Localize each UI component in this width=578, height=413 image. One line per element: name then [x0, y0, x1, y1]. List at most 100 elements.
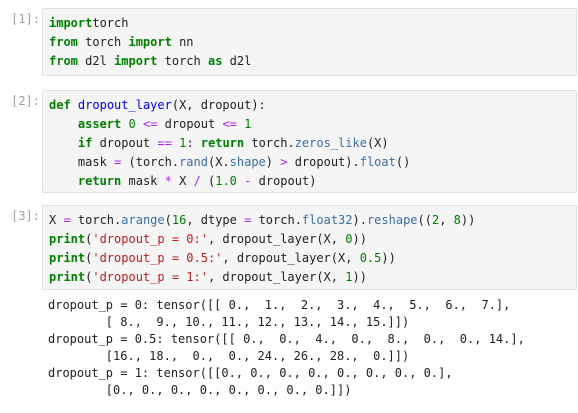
code-line: print('dropout_p = 0.5:', dropout_layer(… — [49, 249, 475, 268]
code-token: 8 — [453, 213, 461, 227]
code-token: print — [49, 251, 86, 265]
cell-output: dropout_p = 0: tensor([[ 0., 1., 2., 3.,… — [48, 297, 525, 399]
code-token: (( — [417, 213, 432, 227]
code-input-area[interactable]: X = torch.arange(16, dtype = torch.float… — [42, 205, 577, 290]
code-token: mask — [121, 174, 165, 188]
code-line: from torch import nn — [49, 33, 251, 52]
code-token: (X) — [366, 136, 389, 150]
code-token: torch — [157, 54, 208, 68]
code-token: mask — [49, 155, 115, 169]
code-token: rand — [179, 155, 208, 169]
output-line: dropout_p = 0.5: tensor([[ 0., 0., 4., 0… — [48, 332, 525, 346]
code-token: ( — [164, 213, 172, 227]
code-line: X = torch.arange(16, dtype = torch.float… — [49, 211, 475, 230]
code-token: , dropout_layer(X, — [207, 232, 346, 246]
code-token: - — [244, 174, 252, 188]
cell-prompt: [2]: — [11, 94, 40, 108]
code-token: return — [77, 174, 122, 188]
code-token: X — [49, 213, 64, 227]
code-line: mask = (torch.rand(X.shape) > dropout).f… — [49, 153, 410, 172]
code-token: import — [128, 35, 172, 49]
code-token: ( — [85, 251, 93, 265]
code-token: <= — [222, 117, 237, 131]
code-line: print('dropout_p = 1:', dropout_layer(X,… — [49, 268, 475, 287]
code-token: 'dropout_p = 0:' — [92, 232, 208, 246]
output-line: [ 8., 9., 10., 11., 12., 13., 14., 15.]]… — [48, 315, 410, 329]
code-token: (X. — [207, 155, 230, 169]
code-token: ( — [200, 174, 216, 188]
code-lines: X = torch.arange(16, dtype = torch.float… — [49, 211, 475, 287]
code-line: from d2l import torch as d2l — [49, 52, 251, 71]
code-token: , dropout_layer(X, — [207, 270, 346, 284]
code-token: )) — [381, 251, 396, 265]
code-token: )) — [460, 213, 476, 227]
code-token — [49, 117, 78, 131]
code-token: 0 — [345, 232, 353, 246]
code-token: 0.5 — [359, 251, 382, 265]
code-token: as — [207, 54, 223, 68]
code-token — [172, 136, 179, 150]
code-token: ( — [85, 270, 93, 284]
code-token: reshape — [366, 213, 418, 227]
code-token: from — [49, 54, 78, 68]
code-token — [136, 117, 143, 131]
code-token: shape — [229, 155, 266, 169]
code-token: 1 — [179, 136, 187, 150]
output-line: dropout_p = 0: tensor([[ 0., 1., 2., 3.,… — [48, 298, 511, 312]
code-token: 16 — [171, 213, 187, 227]
code-token: arange — [121, 213, 165, 227]
code-token: 2 — [431, 213, 440, 227]
code-token: dropout). — [287, 155, 360, 169]
code-token: ). — [352, 213, 367, 227]
cell-prompt: [3]: — [11, 209, 40, 223]
output-line: [16., 18., 0., 0., 24., 26., 28., 0.]]) — [48, 349, 410, 363]
code-token: / — [193, 174, 201, 188]
code-line: print('dropout_p = 0:', dropout_layer(X,… — [49, 230, 475, 249]
code-token: assert — [77, 117, 122, 131]
code-token: dropout) — [251, 174, 317, 188]
code-token: float — [359, 155, 396, 169]
code-token — [71, 98, 78, 112]
code-token: torch — [77, 35, 129, 49]
code-lines: def dropout_layer(X, dropout): assert 0 … — [49, 96, 410, 191]
code-token: torch. — [70, 213, 122, 227]
output-line: dropout_p = 1: tensor([[0., 0., 0., 0., … — [48, 366, 453, 380]
code-token: d2l — [222, 54, 252, 68]
code-token: == — [157, 136, 172, 150]
code-token: torch — [92, 16, 129, 30]
code-token: from — [49, 35, 78, 49]
code-token: print — [49, 232, 86, 246]
code-token: torch. — [244, 136, 295, 150]
code-token: , dropout_layer(X, — [222, 251, 360, 265]
code-token: : — [186, 136, 201, 150]
code-token: X — [171, 174, 194, 188]
code-token: dropout — [92, 136, 158, 150]
code-token: d2l — [77, 54, 115, 68]
code-token: ( — [85, 232, 93, 246]
code-token: <= — [142, 117, 158, 131]
code-token: (torch. — [121, 155, 180, 169]
code-token: dropout — [157, 117, 223, 131]
code-token: () — [395, 155, 411, 169]
code-token: nn — [171, 35, 194, 49]
code-token: zeros_like — [294, 136, 367, 150]
code-token: )) — [352, 270, 367, 284]
code-token: * — [164, 174, 172, 188]
code-token: ) — [265, 155, 281, 169]
code-input-area[interactable]: def dropout_layer(X, dropout): assert 0 … — [42, 90, 577, 193]
code-token: def — [49, 98, 71, 112]
code-token — [49, 136, 78, 150]
code-token: print — [49, 270, 86, 284]
code-token: 1 — [244, 117, 252, 131]
code-token: return — [200, 136, 245, 150]
code-line: def dropout_layer(X, dropout): — [49, 96, 410, 115]
code-line: assert 0 <= dropout <= 1 — [49, 115, 410, 134]
code-token: import — [49, 16, 93, 30]
cell-prompt: [1]: — [11, 12, 40, 26]
code-token — [121, 117, 128, 131]
code-token: import — [114, 54, 158, 68]
code-token: = — [63, 213, 71, 227]
code-token: 'dropout_p = 0.5:' — [92, 251, 223, 265]
